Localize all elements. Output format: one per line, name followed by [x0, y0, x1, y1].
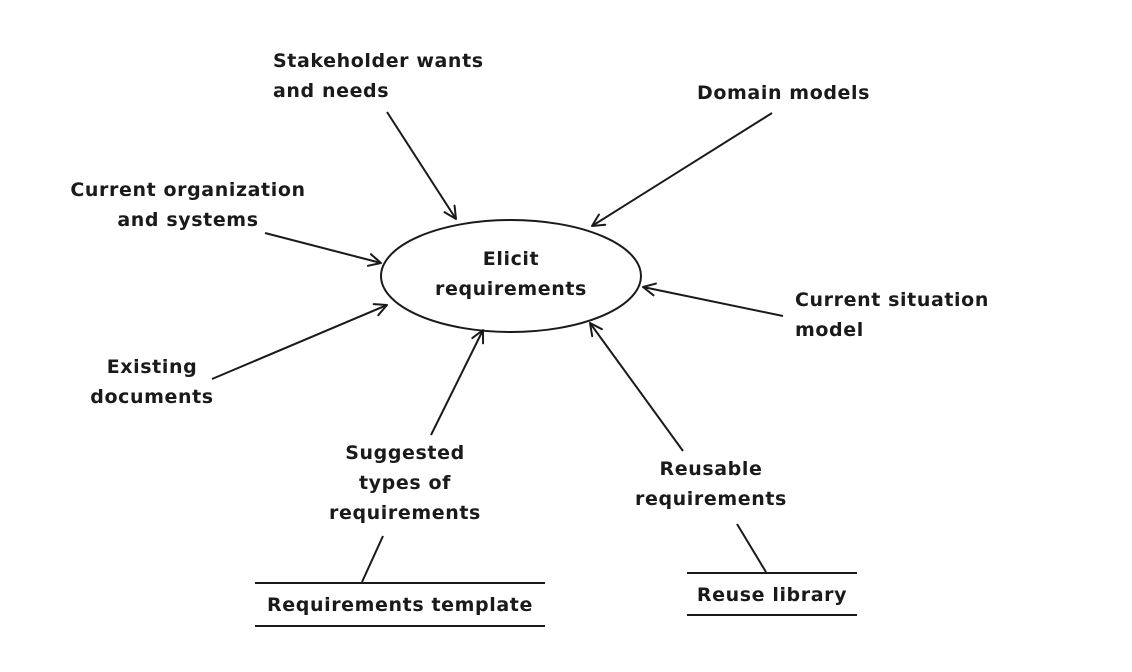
suggested-line-3: requirements [329, 502, 481, 524]
situation-line-2: model [795, 319, 864, 341]
requirements-template-label: Requirements template [267, 590, 533, 620]
documents-line-2: documents [90, 386, 214, 408]
elicit-requirements-ellipse [380, 219, 642, 333]
library-text: Reuse library [696, 584, 848, 606]
organization-label: Current organization and systems [70, 175, 305, 235]
situation-label: Current situation model [795, 285, 989, 345]
connector-library [736, 523, 767, 573]
suggested-label: Suggested types of requirements [329, 438, 481, 528]
suggested-line-2: types of [359, 472, 451, 494]
arrow-suggested [430, 329, 485, 436]
stakeholder-line-1: Stakeholder wants [273, 50, 484, 72]
stakeholder-line-2: and needs [273, 80, 390, 102]
organization-line-1: Current organization [70, 179, 306, 201]
arrow-organization [264, 232, 382, 267]
arrow-situation [642, 282, 784, 317]
process-line-1: Elicit [482, 248, 540, 270]
elicit-requirements-label: Elicit requirements [435, 244, 587, 304]
documents-line-1: Existing [106, 356, 198, 378]
documents-label: Existing documents [90, 352, 213, 412]
reusable-line-1: Reusable [659, 458, 763, 480]
suggested-line-1: Suggested [345, 442, 465, 464]
organization-line-2: and systems [117, 209, 259, 231]
arrow-documents [211, 303, 388, 380]
process-line-2: requirements [435, 278, 587, 300]
reusable-label: Reusable requirements [635, 454, 787, 514]
reuse-library-label: Reuse library [697, 580, 847, 610]
template-text: Requirements template [267, 594, 533, 616]
connector-template [361, 535, 384, 583]
stakeholder-label: Stakeholder wants and needs [273, 46, 484, 106]
situation-line-1: Current situation [795, 289, 989, 311]
reusable-line-2: requirements [635, 488, 787, 510]
domain-models-label: Domain models [697, 78, 870, 108]
domain-models-line-1: Domain models [697, 82, 871, 104]
arrow-reusable [589, 322, 684, 452]
arrow-domain-models [591, 112, 773, 227]
arrow-stakeholder [386, 111, 457, 220]
